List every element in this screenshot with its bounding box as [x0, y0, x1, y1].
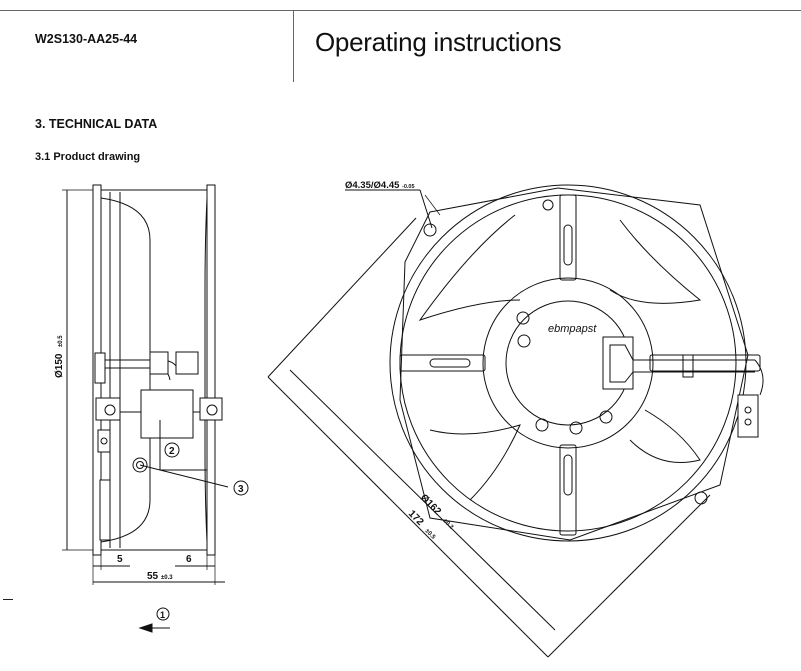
dim-diagonal-172: 172	[406, 508, 426, 528]
terminal-box	[602, 336, 634, 390]
dim-diameter-150: Ø150	[54, 353, 65, 378]
callout-3-circle	[233, 480, 249, 496]
side-view	[62, 184, 249, 633]
front-view	[267, 184, 764, 658]
dim-diameter-162: Ø162	[418, 492, 443, 517]
margin-dash	[3, 599, 13, 600]
dim-diameter-tol: ±0.5	[58, 335, 64, 347]
callout-1-label: 1	[160, 610, 165, 620]
connector-block	[140, 389, 194, 439]
dim-right-6: 6	[186, 554, 192, 565]
model-number: W2S130-AA25-44	[35, 32, 138, 46]
venturi-curve-right	[204, 197, 208, 543]
hole-diameter-label: Ø4.35/Ø4.45	[345, 180, 400, 191]
venturi-ring	[399, 194, 737, 532]
callout-1-circle	[156, 607, 170, 621]
header-divider	[293, 10, 294, 82]
callout-2-circle	[164, 442, 180, 458]
dim-depth-55: 55	[147, 571, 159, 582]
outer-ring	[389, 184, 747, 542]
dim-left-5: 5	[117, 554, 123, 565]
document-title: Operating instructions	[315, 27, 562, 57]
callout-3-label: 3	[238, 484, 244, 495]
mounting-hole-br	[694, 491, 708, 505]
hole-diameter-tol: -0.05	[402, 184, 415, 190]
callout-2-label: 2	[169, 446, 175, 457]
header-top-rule	[0, 10, 801, 11]
mounting-hole-tl	[423, 223, 437, 237]
section-heading: 3. TECHNICAL DATA	[35, 117, 158, 131]
subsection-heading: 3.1 Product drawing	[35, 151, 141, 163]
dim-depth-tol: ±0.3	[161, 575, 173, 581]
right-flange	[206, 184, 216, 556]
hub-outer	[482, 277, 654, 449]
brand-logo: ebmpapst	[548, 323, 597, 335]
